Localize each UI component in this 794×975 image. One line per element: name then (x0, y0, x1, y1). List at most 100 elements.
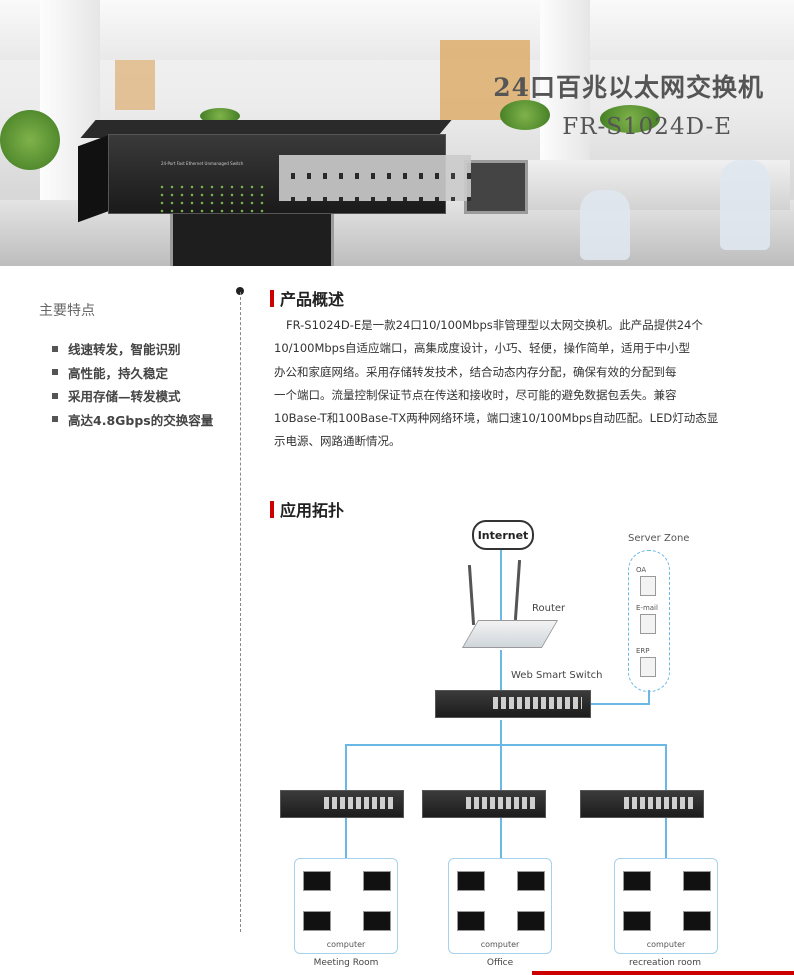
feature-text: 高达4.8Gbps的交换容量 (68, 412, 214, 428)
computer-icon (623, 911, 651, 931)
banner-plant (600, 105, 660, 133)
features-title: 主要特点 (39, 303, 95, 319)
computer-icon (457, 871, 485, 891)
room-box: computer (448, 858, 552, 954)
room-label: recreation room (629, 958, 701, 968)
access-switch-icon (280, 790, 404, 818)
router-icon (461, 620, 559, 648)
computer-icon (623, 871, 651, 891)
topology-heading: 应用拓扑 (270, 497, 344, 521)
feature-text: 采用存储—转发模式 (68, 389, 181, 405)
feature-item: 线速转发，智能识别 (52, 337, 213, 361)
link-line (500, 816, 502, 858)
overview-line: 示电源、网路通断情况。 (274, 434, 401, 449)
room-label: Meeting Room (313, 958, 379, 968)
computer-icon (683, 911, 711, 931)
computer-icon (683, 871, 711, 891)
switch-product-image: 24-Port Fast Ethernet Unmanaged Switch (78, 118, 471, 223)
feature-item: 采用存储—转发模式 (52, 384, 213, 408)
link-line (590, 703, 648, 705)
link-line (345, 744, 665, 746)
banner-plant (0, 110, 60, 170)
web-smart-switch-label: Web Smart Switch (511, 670, 603, 681)
feature-item: 高性能，持久稳定 (52, 361, 213, 385)
bullet-icon (52, 369, 58, 376)
access-switch-icon (422, 790, 546, 818)
overview-text: FR-S1024D-E是一款24口10/100Mbps非管理型以太网交换机。此产… (274, 314, 754, 454)
overview-line: 一个端口。流量控制保证节点在传送和接收时，尽可能的避免数据包丢失。兼容 (274, 387, 677, 402)
computer-icon (363, 911, 391, 931)
link-line (345, 744, 347, 792)
switch-led-panel (157, 183, 267, 213)
feature-text: 高性能，持久稳定 (68, 365, 169, 381)
server-label: E-mail (636, 604, 658, 612)
overview-line: 10Base-T和100Base-TX两种网络环境，端口速10/100Mbps自… (274, 411, 719, 426)
vertical-divider (240, 292, 241, 932)
footer-accent-bar (532, 971, 794, 975)
internet-cloud-icon: Internet (472, 520, 534, 550)
computer-icon (517, 871, 545, 891)
server-icon (640, 614, 656, 634)
access-switch-icon (580, 790, 704, 818)
link-line (665, 816, 667, 858)
switch-ports (492, 697, 582, 709)
heading-marker (270, 289, 274, 307)
banner-monitor (464, 160, 528, 214)
feature-item: 高达4.8Gbps的交换容量 (52, 408, 213, 432)
overview-heading: 产品概述 (270, 286, 344, 310)
switch-side (78, 133, 112, 223)
banner-chair (580, 190, 630, 260)
internet-label: Internet (477, 528, 529, 542)
router-label: Router (532, 603, 566, 614)
switch-ports (466, 797, 537, 809)
computer-icon (457, 911, 485, 931)
switch-ports (624, 797, 695, 809)
product-title: 24口百兆以太网交换机 (493, 73, 764, 102)
computer-icon (517, 911, 545, 931)
server-icon (640, 657, 656, 677)
server-zone-label: Server Zone (628, 533, 690, 544)
banner-wall (115, 60, 155, 110)
switch-port-panel (279, 155, 471, 201)
switch-model-label: 24-Port Fast Ethernet Unmanaged Switch (161, 161, 244, 166)
link-line (500, 720, 502, 744)
overview-line: FR-S1024D-E是一款24口10/100Mbps非管理型以太网交换机。此产… (286, 318, 703, 332)
computer-label: computer (480, 940, 520, 949)
link-line (345, 816, 347, 858)
link-line (500, 744, 502, 792)
computer-label: computer (646, 940, 686, 949)
server-label: OA (636, 566, 647, 574)
link-line (500, 548, 502, 620)
banner-chair (720, 160, 770, 250)
router-antenna (513, 559, 522, 621)
link-line (500, 650, 502, 705)
divider-dot (236, 287, 244, 295)
product-model: FR-S1024D-E (562, 114, 732, 140)
product-banner: 24-Port Fast Ethernet Unmanaged Switch 2… (0, 0, 794, 266)
room-box: computer (614, 858, 718, 954)
overview-line: 10/100Mbps自适应端口，高集成度设计，小巧、轻便，操作简单，适用于中小型 (274, 341, 690, 356)
server-zone-box (628, 550, 670, 692)
switch-ports (324, 797, 395, 809)
link-line (648, 690, 650, 705)
computer-icon (303, 871, 331, 891)
computer-label: computer (326, 940, 366, 949)
room-label: Office (486, 958, 514, 968)
topology-diagram: Internet Router Server Zone OA E-mail ER… (260, 520, 760, 975)
banner-ceiling (0, 0, 794, 60)
server-label: ERP (636, 647, 650, 655)
core-switch-icon (435, 690, 591, 718)
room-box: computer (294, 858, 398, 954)
banner-plant (500, 100, 550, 130)
switch-front: 24-Port Fast Ethernet Unmanaged Switch (108, 134, 471, 214)
server-icon (640, 576, 656, 596)
bullet-icon (52, 416, 58, 423)
feature-text: 线速转发，智能识别 (68, 342, 181, 358)
overview-line: 办公和家庭网络。采用存储转发技术，结合动态内存分配，确保有效的分配到每 (274, 364, 677, 379)
link-line (665, 744, 667, 792)
computer-icon (363, 871, 391, 891)
router-antenna (467, 564, 476, 626)
topology-heading-text: 应用拓扑 (280, 501, 345, 520)
bullet-icon (52, 392, 58, 399)
bullet-icon (52, 345, 58, 352)
